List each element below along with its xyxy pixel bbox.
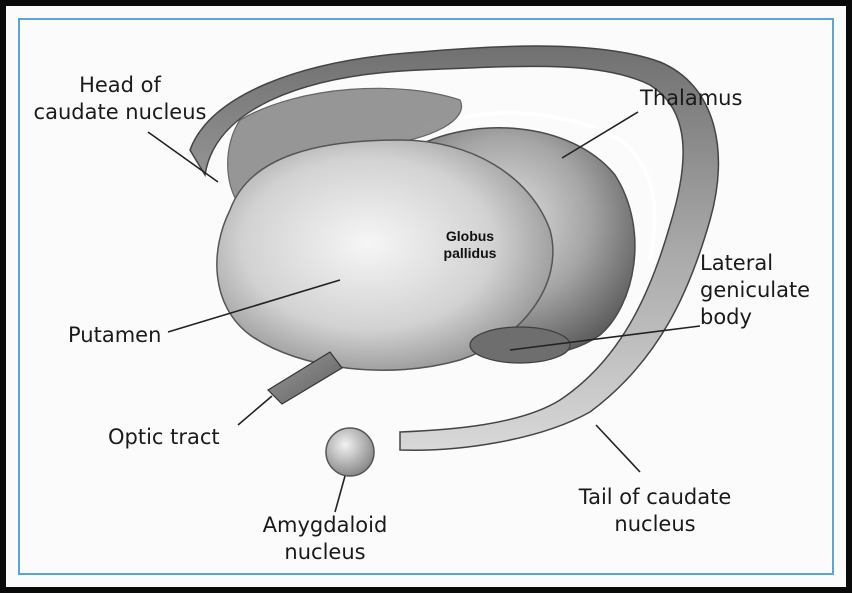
label-lateral-geniculate-line1: Lateral bbox=[700, 250, 810, 277]
label-globus-pallidus: Globus pallidus bbox=[432, 228, 508, 262]
label-optic-tract: Optic tract bbox=[108, 424, 220, 451]
amygdaloid-shape bbox=[326, 428, 374, 476]
label-tail-caudate: Tail of caudate nucleus bbox=[570, 484, 740, 538]
label-tail-caudate-line2: nucleus bbox=[570, 511, 740, 538]
label-thalamus: Thalamus bbox=[640, 85, 742, 112]
label-globus-pallidus-line1: Globus bbox=[432, 228, 508, 245]
label-head-caudate: Head of caudate nucleus bbox=[30, 72, 210, 126]
label-lateral-geniculate: Lateral geniculate body bbox=[700, 250, 810, 331]
label-amygdaloid: Amygdaloid nucleus bbox=[250, 512, 400, 566]
label-tail-caudate-line1: Tail of caudate bbox=[570, 484, 740, 511]
label-putamen: Putamen bbox=[68, 322, 161, 349]
leader-optic-tract bbox=[238, 396, 272, 425]
label-head-caudate-line1: Head of bbox=[30, 72, 210, 99]
label-amygdaloid-line1: Amygdaloid bbox=[250, 512, 400, 539]
label-lateral-geniculate-line2: geniculate bbox=[700, 277, 810, 304]
label-globus-pallidus-line2: pallidus bbox=[432, 245, 508, 262]
label-lateral-geniculate-line3: body bbox=[700, 304, 810, 331]
leader-amygdaloid bbox=[335, 476, 345, 512]
label-amygdaloid-line2: nucleus bbox=[250, 539, 400, 566]
label-head-caudate-line2: caudate nucleus bbox=[30, 99, 210, 126]
leader-tail-caudate bbox=[596, 425, 640, 472]
